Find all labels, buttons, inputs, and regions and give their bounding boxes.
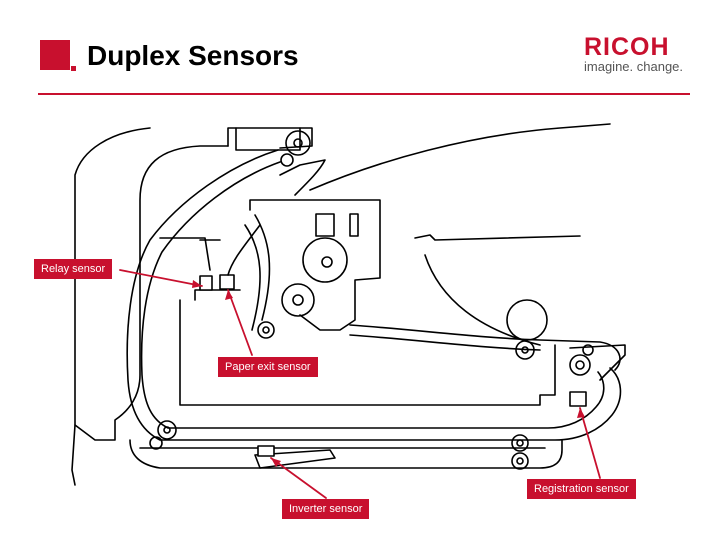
relay-lever [159,237,211,271]
bottom-roller-right-2 [511,452,529,470]
inverter-gate [254,449,336,469]
exit-roller-core [293,138,303,148]
registration-roller-2 [569,354,591,376]
internal-frame-2 [194,289,241,301]
page-title: Duplex Sensors [87,40,299,71]
inverter-sensor-label: Inverter sensor [282,499,370,519]
bottom-roller-right-core [516,439,524,447]
fuser-unit [249,199,381,331]
registration-leader-line [579,407,601,479]
registration-roller-top [506,299,548,341]
guide-plate-2 [349,334,541,351]
pressure-roller-core [292,294,304,306]
registration-roller [515,340,535,360]
paper-exit-sensor-wire [227,224,261,276]
top-curve [309,123,611,191]
inverter-leader-arrow [271,458,281,467]
exit-roller [285,130,311,156]
relay-leader-arrow [192,280,202,288]
heat-roller-core [321,256,333,268]
registration-sensor-label: Registration sensor [527,479,636,499]
paper-exit-leader-line [227,289,253,356]
header-divider [38,93,690,95]
internal-frame [179,299,556,406]
bottom-roller-right-2-core [516,457,524,465]
logo-tagline: imagine. change. [584,59,684,74]
registration-guide [569,344,626,381]
paper-exit-leader-arrow [225,290,233,300]
bottom-roller-right [511,434,529,452]
ricoh-logo: RICOH imagine. change. [584,34,694,74]
registration-sensor-icon [569,391,587,407]
bottom-roller-left [157,420,177,440]
registration-leader-arrow [577,408,585,418]
inverter-leader-line [270,457,327,499]
relay-sensor-icon [199,275,213,291]
heat-roller [302,237,348,283]
relay-sensor-label: Relay sensor [34,259,113,279]
exit-guide [279,159,326,196]
title-bullet-dot [71,66,76,71]
idle-roller-core [262,326,270,334]
small-roller [582,344,594,356]
registration-roller-2-core [575,360,585,370]
logo-wordmark: RICOH [584,33,670,61]
fuser-arm [254,214,271,321]
paper-exit-sensor-icon [219,274,235,290]
top-cover [227,127,313,149]
fuser-tab [315,213,335,237]
right-inner-curve [414,234,581,241]
outer-housing-inner [71,424,76,486]
fuser-arm-2 [244,224,261,331]
inverter-sensor-icon [257,445,275,457]
bottom-roller-left-2 [149,436,163,450]
paper-path-outer [126,149,622,441]
registration-roller-core [521,346,529,354]
exit-roller-2 [280,153,294,167]
relay-leader-line [119,269,203,287]
fuser-tab-2 [349,213,359,237]
idle-roller [257,321,275,339]
lower-tray [129,439,563,469]
paper-path-inner [140,161,605,429]
pressure-roller [281,283,315,317]
paper-exit-sensor-label: Paper exit sensor [218,357,318,377]
bottom-roller-left-core [163,426,171,434]
title-bullet [40,40,70,70]
